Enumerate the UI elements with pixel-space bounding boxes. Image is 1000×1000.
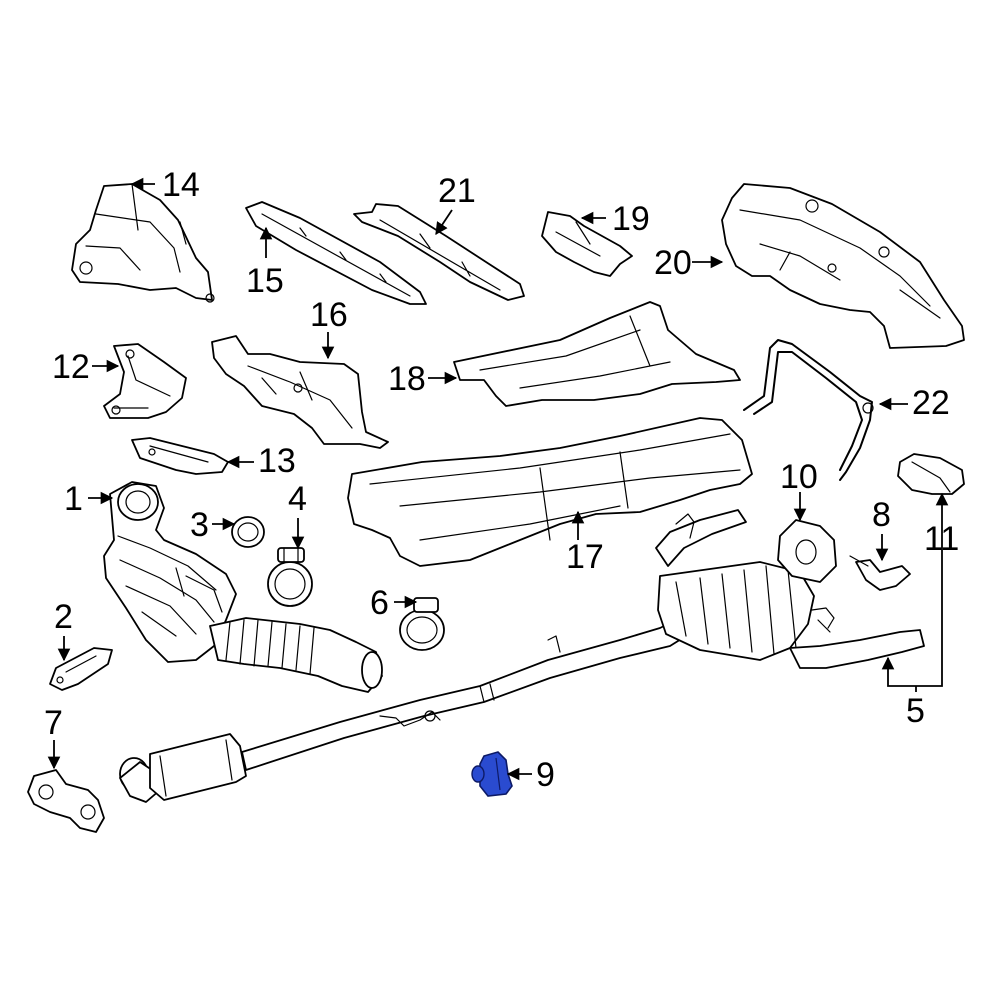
callout-7: 7 <box>44 704 63 742</box>
part-7-hanger[interactable] <box>27 769 105 833</box>
callout-12: 12 <box>52 348 90 386</box>
callout-1: 1 <box>64 480 83 518</box>
part-12-bracket[interactable] <box>103 343 187 419</box>
callout-10: 10 <box>780 458 818 496</box>
part-20-heat-shield[interactable] <box>721 183 965 349</box>
callout-18: 18 <box>388 360 426 398</box>
part-17-heat-shield[interactable] <box>347 417 753 567</box>
callout-8: 8 <box>872 496 891 534</box>
callout-20: 20 <box>654 244 692 282</box>
leader-11-5 <box>881 522 943 687</box>
part-13-bracket[interactable] <box>131 437 229 475</box>
part-14-heat-shield[interactable] <box>71 183 215 303</box>
callout-22: 22 <box>912 384 950 422</box>
callout-4: 4 <box>288 480 307 518</box>
callout-19: 19 <box>612 200 650 238</box>
part-10-hanger[interactable] <box>777 519 837 583</box>
part-19-shield[interactable] <box>541 211 633 277</box>
part-3-gasket[interactable] <box>231 516 265 548</box>
part-6-clamp[interactable] <box>399 597 445 651</box>
part-22-strap[interactable] <box>743 339 874 481</box>
part-4-clamp[interactable] <box>267 547 313 607</box>
callout-13: 13 <box>258 442 296 480</box>
part-2-bracket[interactable] <box>49 647 113 691</box>
part-1-catalytic-converter[interactable] <box>103 481 383 693</box>
callout-21: 21 <box>438 172 476 210</box>
part-18-heat-shield[interactable] <box>453 301 741 407</box>
callout-2: 2 <box>54 598 73 636</box>
leader-lines <box>47 177 949 781</box>
part-5-exhaust-system[interactable] <box>119 509 925 803</box>
part-9-exhaust-hanger[interactable] <box>471 751 513 797</box>
part-11-bracket[interactable] <box>897 453 965 495</box>
callout-3: 3 <box>190 506 209 544</box>
callout-14: 14 <box>162 166 200 204</box>
leader-21 <box>435 209 453 236</box>
callout-5: 5 <box>906 692 925 730</box>
callout-15: 15 <box>246 262 284 300</box>
part-8-hanger-bolt[interactable] <box>849 555 911 591</box>
callout-6: 6 <box>370 584 389 622</box>
part-16-heat-shield[interactable] <box>211 335 389 449</box>
part-15-bracket[interactable] <box>245 201 427 305</box>
callout-17: 17 <box>566 538 604 576</box>
part-21-bracket[interactable] <box>353 203 525 301</box>
callout-9: 9 <box>536 756 555 794</box>
callout-16: 16 <box>310 296 348 334</box>
callout-labels: 14 15 21 19 20 16 12 18 22 13 10 1 3 4 1… <box>44 166 959 794</box>
callout-11: 11 <box>924 520 959 558</box>
